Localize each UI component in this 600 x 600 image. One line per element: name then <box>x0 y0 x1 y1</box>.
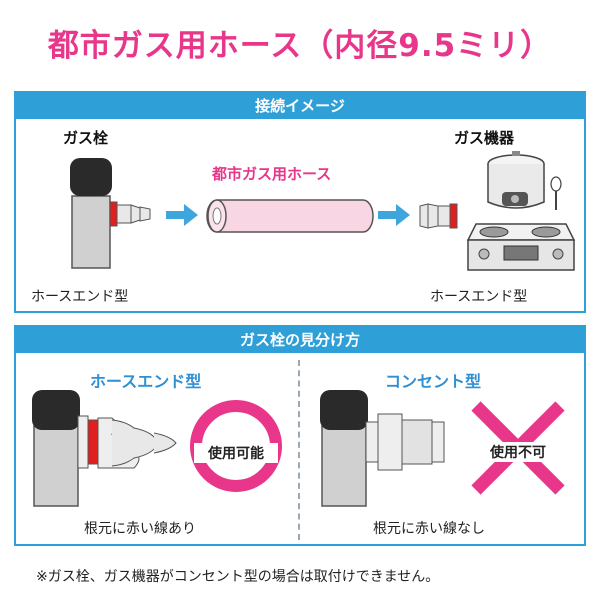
gas-stove-icon <box>466 223 576 271</box>
gas-appliance-label: ガス機器 <box>454 129 515 147</box>
panel-divider <box>298 360 300 540</box>
hose-end-valve-detail <box>32 390 177 507</box>
unusable-badge: 使用不可 <box>478 442 558 462</box>
identify-panel: ガス栓の見分け方 <box>14 325 586 546</box>
left-hose-end-caption: ホースエンド型 <box>31 289 129 305</box>
gas-valve-label: ガス栓 <box>63 129 109 147</box>
footnote: ※ガス栓、ガス機器がコンセント型の場合は取付けできません。 <box>36 569 440 585</box>
connection-panel-header: 接続イメージ <box>16 93 584 119</box>
arrow-right-icon <box>378 204 410 226</box>
appliance-hose-end-fitting <box>419 203 458 229</box>
page-title: 都市ガス用ホース（内径9.5ミリ） <box>47 28 553 64</box>
hose-end-type-title: ホースエンド型 <box>90 372 202 391</box>
usable-badge: 使用可能 <box>194 443 278 463</box>
right-hose-end-caption: ホースエンド型 <box>430 289 528 305</box>
red-line-present-caption: 根元に赤い線あり <box>84 521 196 537</box>
arrow-right-icon <box>166 204 198 226</box>
consent-type-title: コンセント型 <box>385 372 482 391</box>
identify-panel-header: ガス栓の見分け方 <box>16 327 584 353</box>
red-line-absent-caption: 根元に赤い線なし <box>373 521 485 537</box>
consent-valve-detail <box>320 390 445 507</box>
gas-valve-hose-end-diagram <box>70 158 151 269</box>
hose-label: 都市ガス用ホース <box>212 165 332 183</box>
pink-hose-diagram <box>206 199 374 233</box>
rice-cooker-icon <box>487 151 562 210</box>
